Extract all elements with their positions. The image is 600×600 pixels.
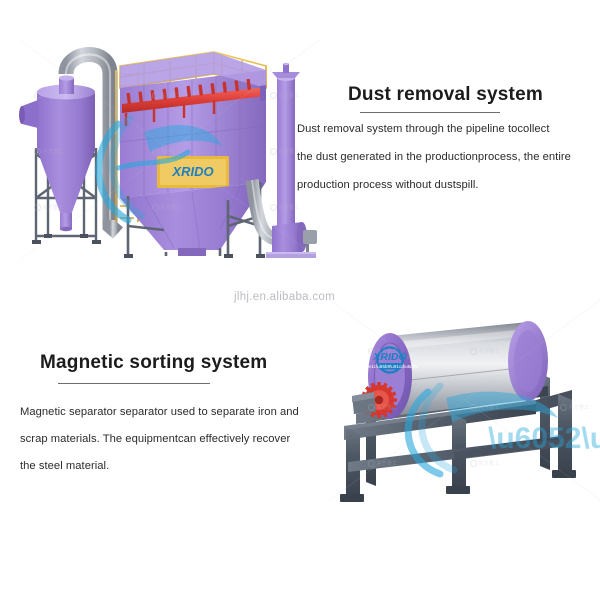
drum-logo: XRIDO \u4e1c\u65b9\u91cd\u5de5 bbox=[362, 346, 418, 374]
dust-collector-illustration: XRIDO bbox=[14, 30, 326, 260]
base-plate bbox=[32, 240, 41, 244]
logo-panel: XRIDO bbox=[157, 156, 229, 188]
magnetic-section-title: Magnetic sorting system bbox=[40, 352, 268, 373]
hopper bbox=[120, 182, 266, 250]
title-underline bbox=[360, 112, 500, 113]
induced-draft-fan bbox=[272, 222, 302, 252]
cyclone-barrel bbox=[37, 92, 95, 152]
vortex-finder bbox=[59, 78, 74, 94]
stack-base bbox=[266, 252, 316, 258]
stack-cap bbox=[272, 72, 300, 78]
cyclone-separator bbox=[19, 75, 101, 244]
svg-text:XRIDO: XRIDO bbox=[372, 351, 406, 363]
base-plate bbox=[340, 494, 364, 502]
baghouse: XRIDO bbox=[119, 52, 267, 258]
rotary-discharge bbox=[178, 248, 206, 256]
magnetic-separator-illustration: XRIDO \u4e1c\u65b9\u91cd\u5de5 bbox=[330, 296, 592, 511]
dust-discharge bbox=[60, 213, 72, 229]
base-plate bbox=[446, 486, 470, 494]
svg-text:\u4e1c\u65b9\u91cd\u5de5: \u4e1c\u65b9\u91cd\u5de5 bbox=[362, 364, 418, 369]
magnetic-sorting-description: Magnetic separator separator used to sep… bbox=[20, 406, 299, 472]
exhaust-stack bbox=[266, 62, 317, 258]
url-watermark: jlhj.en.alibaba.com bbox=[234, 291, 335, 303]
base-plate bbox=[92, 240, 101, 244]
magnetic-title-underline bbox=[58, 383, 210, 384]
base-plate bbox=[552, 470, 576, 478]
dust-removal-description: Dust removal system through the pipeline… bbox=[297, 123, 571, 191]
cyclone-cone bbox=[37, 150, 95, 215]
base-plate bbox=[44, 234, 52, 238]
pulse-valve-manifold bbox=[122, 78, 266, 126]
frame-leg bbox=[558, 394, 572, 476]
tangential-inlet bbox=[22, 100, 38, 128]
page-title: Dust removal system bbox=[348, 84, 543, 105]
motor bbox=[303, 230, 317, 244]
svg-text:XRIDO: XRIDO bbox=[171, 164, 213, 179]
base-plate bbox=[80, 234, 88, 238]
separator-drum: XRIDO \u4e1c\u65b9\u91cd\u5de5 bbox=[352, 321, 548, 419]
